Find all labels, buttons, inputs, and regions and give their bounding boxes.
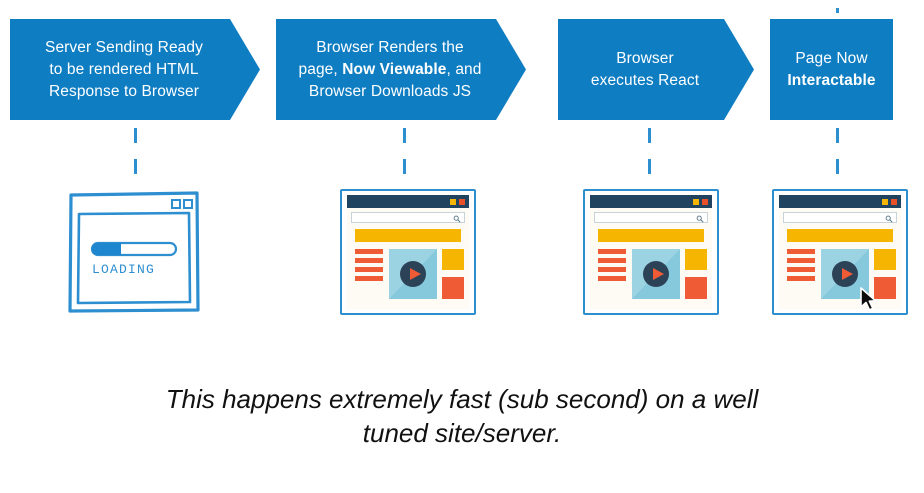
browser-4-viewport xyxy=(779,195,901,311)
window-button-red-icon xyxy=(702,199,708,205)
text-line xyxy=(787,276,815,281)
browser-2-yellow-block xyxy=(442,249,464,270)
sketch-outer-frame xyxy=(68,191,200,313)
window-button-red-icon xyxy=(891,199,897,205)
step-banner-4[interactable]: Page Now Interactable xyxy=(770,19,893,120)
step-3-line-1: Browser xyxy=(616,49,674,67)
search-icon xyxy=(453,215,461,223)
illustration-loading-window: LOADING xyxy=(66,189,202,315)
text-line xyxy=(598,249,626,254)
step-3-text: Browser executes React xyxy=(583,48,729,92)
step-banner-2[interactable]: Browser Renders the page, Now Viewable, … xyxy=(276,19,526,120)
browser-2-video-player[interactable] xyxy=(389,249,437,299)
caption-line-2: tuned site/server. xyxy=(362,418,562,449)
text-line xyxy=(598,267,626,272)
step-2-line-2-part-1: page, xyxy=(298,60,343,78)
browser-4-text-lines xyxy=(787,249,815,285)
illustration-browser-2 xyxy=(340,189,476,315)
sketch-window-button-1 xyxy=(171,199,181,209)
text-line xyxy=(355,276,383,281)
step-banner-3[interactable]: Browser executes React xyxy=(558,19,754,120)
text-line xyxy=(598,258,626,263)
sketch-inner-frame xyxy=(76,211,192,305)
step-banner-1[interactable]: Server Sending Ready to be rendered HTML… xyxy=(10,19,260,120)
caption-line-1: This happens extremely fast (sub second)… xyxy=(165,384,759,414)
browser-2-text-lines xyxy=(355,249,383,285)
play-icon[interactable] xyxy=(643,261,669,287)
loading-label: LOADING xyxy=(92,262,155,277)
browser-3-banner-block xyxy=(598,229,704,242)
text-line xyxy=(355,258,383,263)
window-button-yellow-icon xyxy=(882,199,888,205)
browser-2-banner-block xyxy=(355,229,461,242)
connector-line-3 xyxy=(648,128,651,180)
step-4-text: Page Now Interactable xyxy=(779,48,883,92)
browser-3-text-lines xyxy=(598,249,626,285)
text-line xyxy=(787,267,815,272)
connector-line-2 xyxy=(403,128,406,180)
progress-bar-fill xyxy=(92,243,121,255)
browser-4-yellow-block xyxy=(874,249,896,270)
step-1-line-1: Server Sending Ready xyxy=(45,38,203,56)
play-icon[interactable] xyxy=(832,261,858,287)
caption: This happens extremely fast (sub second)… xyxy=(112,382,812,451)
window-button-red-icon xyxy=(459,199,465,205)
connector-line-1 xyxy=(134,128,137,180)
browser-4-search-input[interactable] xyxy=(783,212,897,223)
browser-3-yellow-block xyxy=(685,249,707,270)
text-line xyxy=(787,249,815,254)
browser-3-orange-block xyxy=(685,277,707,299)
play-triangle-icon xyxy=(410,268,421,280)
step-2-line-2-emphasis: Now Viewable xyxy=(342,60,447,78)
step-4-line-1: Page Now xyxy=(795,49,868,67)
illustration-browser-3 xyxy=(583,189,719,315)
browser-2-search-input[interactable] xyxy=(351,212,465,223)
step-1-text: Server Sending Ready to be rendered HTML… xyxy=(37,37,233,103)
window-button-yellow-icon xyxy=(450,199,456,205)
browser-4-banner-block xyxy=(787,229,893,242)
sketch-window-button-2 xyxy=(183,199,193,209)
step-1-line-2: to be rendered HTML xyxy=(49,60,199,78)
search-icon xyxy=(696,215,704,223)
browser-3-titlebar xyxy=(590,195,712,208)
browser-4-titlebar xyxy=(779,195,901,208)
browser-3-video-player[interactable] xyxy=(632,249,680,299)
step-3-line-2: executes React xyxy=(590,71,700,89)
search-icon xyxy=(885,215,893,223)
play-triangle-icon xyxy=(842,268,853,280)
step-2-line-3: Browser Downloads JS xyxy=(308,82,472,100)
play-triangle-icon xyxy=(653,268,664,280)
connector-line-4 xyxy=(836,128,839,180)
browser-2-orange-block xyxy=(442,277,464,299)
step-2-line-1: Browser Renders the xyxy=(316,38,464,56)
play-icon[interactable] xyxy=(400,261,426,287)
browser-4-orange-block xyxy=(874,277,896,299)
text-line xyxy=(598,276,626,281)
browser-3-viewport xyxy=(590,195,712,309)
text-line xyxy=(787,258,815,263)
browser-3-search-input[interactable] xyxy=(594,212,708,223)
browser-2-titlebar xyxy=(347,195,469,208)
step-4-line-2-emphasis: Interactable xyxy=(787,71,876,89)
text-line xyxy=(355,249,383,254)
text-line xyxy=(355,267,383,272)
step-2-line-2-part-3: , and xyxy=(446,60,482,78)
window-button-yellow-icon xyxy=(693,199,699,205)
top-tick-mark xyxy=(836,8,839,13)
loading-window-svg: LOADING xyxy=(68,191,200,313)
browser-2-viewport xyxy=(347,195,469,309)
mouse-cursor-icon xyxy=(860,287,877,311)
illustration-browser-4 xyxy=(772,189,908,315)
step-1-line-3: Response to Browser xyxy=(48,82,200,100)
step-2-text: Browser Renders the page, Now Viewable, … xyxy=(291,37,512,103)
